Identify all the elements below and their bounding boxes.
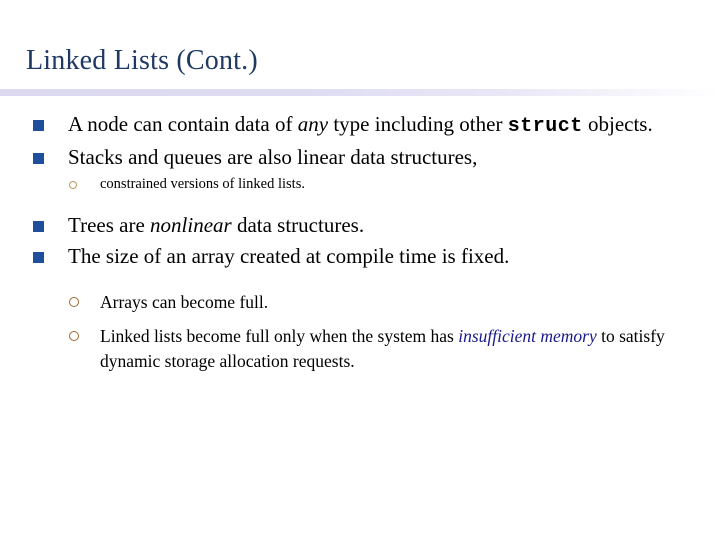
text-segment: objects.: [582, 112, 653, 136]
sub-list-item-text: Linked lists become full only when the s…: [100, 326, 665, 371]
text-segment: to satisfy dynamic storage allocation re…: [100, 326, 665, 371]
list-item: Stacks and queues are also linear data s…: [0, 143, 720, 172]
sub-list-item: Linked lists become full only when the s…: [0, 324, 720, 374]
text-segment: A node can contain data of: [68, 112, 298, 136]
list-item: The size of an array created at compile …: [0, 242, 720, 271]
list-item-text: Trees are nonlinear data structures.: [68, 213, 364, 237]
title-block: Linked Lists (Cont.): [26, 44, 700, 78]
square-bullet-icon: [33, 252, 44, 263]
sub-list-item: constrained versions of linked lists.: [0, 174, 720, 195]
title-divider: [0, 89, 720, 96]
sub-list-item-text: Arrays can become full.: [100, 292, 269, 312]
bullet-list: A node can contain data of any type incl…: [0, 110, 720, 374]
text-segment-code: struct: [507, 115, 583, 138]
list-item: A node can contain data of any type incl…: [0, 110, 720, 141]
text-segment: Trees are: [68, 213, 151, 237]
sub-list-item-text: constrained versions of linked lists.: [100, 176, 305, 192]
text-segment-italic: nonlinear: [150, 213, 232, 237]
text-segment: type including other: [328, 112, 508, 136]
list-item-text: The size of an array created at compile …: [68, 244, 510, 268]
square-bullet-icon: [33, 153, 44, 164]
text-segment: data structures.: [231, 213, 365, 237]
square-bullet-icon: [33, 120, 44, 131]
text-segment-emphasis: insufficient memory: [458, 326, 597, 346]
list-item-text: Stacks and queues are also linear data s…: [68, 145, 478, 169]
page-title: Linked Lists (Cont.): [26, 45, 258, 76]
list-item-text: A node can contain data of any type incl…: [68, 112, 653, 138]
sub-list-item: Arrays can become full.: [0, 290, 720, 315]
content-body: A node can contain data of any type incl…: [0, 110, 720, 374]
square-bullet-icon: [33, 221, 44, 232]
text-segment-italic: any: [297, 112, 329, 136]
text-segment: Linked lists become full only when the s…: [100, 326, 459, 346]
circle-bullet-icon: [69, 297, 79, 307]
circle-bullet-icon: [69, 331, 79, 341]
list-item: Trees are nonlinear data structures.: [0, 211, 720, 240]
circle-bullet-icon: [69, 181, 77, 189]
